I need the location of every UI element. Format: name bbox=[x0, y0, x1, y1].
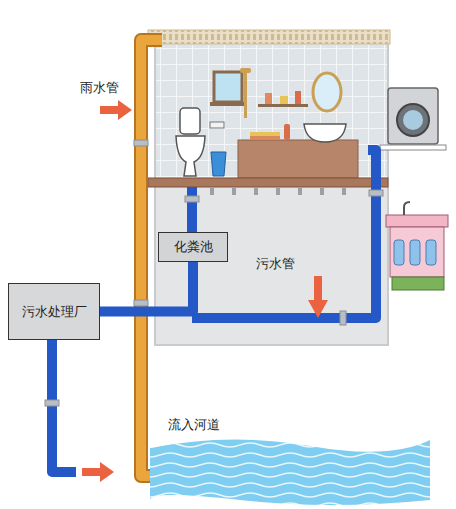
river bbox=[150, 439, 430, 505]
towel bbox=[250, 132, 280, 136]
node-text: 污水处理厂 bbox=[22, 304, 87, 320]
bathroom-tiles bbox=[156, 45, 387, 178]
faucet bbox=[404, 202, 410, 215]
sink-cabinet bbox=[390, 227, 444, 277]
bottle bbox=[265, 93, 272, 104]
treatment-plant-box: 污水处理厂 bbox=[8, 283, 100, 340]
bucket bbox=[211, 152, 226, 176]
wall-shelf bbox=[258, 104, 308, 107]
pipe-joint bbox=[45, 140, 383, 406]
washing-machine bbox=[388, 88, 438, 144]
sewage-pipe-label: 污水管 bbox=[256, 256, 295, 272]
vanity-cabinet bbox=[238, 140, 358, 178]
roof-trim bbox=[148, 30, 390, 44]
bottle bbox=[426, 240, 436, 265]
floor-drains bbox=[210, 187, 346, 195]
machine-glass bbox=[403, 110, 423, 130]
mirror bbox=[313, 73, 341, 111]
flow-arrow bbox=[82, 462, 114, 482]
window bbox=[214, 72, 242, 102]
bottle bbox=[295, 91, 301, 104]
soap-bottle bbox=[284, 124, 290, 140]
river-label: 流入河道 bbox=[168, 417, 220, 433]
shower-pole bbox=[244, 70, 247, 118]
machine-door bbox=[397, 104, 429, 136]
rain-pipe-label: 雨水管 bbox=[80, 80, 119, 96]
sewage-pipe bbox=[52, 150, 376, 472]
flow-arrow bbox=[100, 100, 132, 120]
septic-tank-box: 化粪池 bbox=[158, 232, 228, 262]
flow-arrow bbox=[308, 276, 328, 318]
cabinet-base bbox=[392, 277, 444, 290]
window-sill bbox=[210, 102, 246, 106]
floor-slab bbox=[148, 178, 388, 187]
paper-holder bbox=[210, 122, 224, 128]
bottle bbox=[280, 96, 288, 104]
shower-head bbox=[240, 68, 251, 73]
bottle bbox=[410, 240, 420, 265]
sink-top bbox=[386, 215, 448, 227]
wash-basin bbox=[304, 124, 346, 142]
machine-shelf bbox=[380, 145, 446, 150]
node-text: 化粪池 bbox=[174, 239, 213, 255]
toilet-tank bbox=[180, 108, 200, 134]
towel bbox=[250, 136, 280, 140]
toilet-bowl bbox=[176, 136, 205, 176]
bottle bbox=[394, 240, 404, 265]
sewage-pipe-connector bbox=[100, 262, 193, 312]
